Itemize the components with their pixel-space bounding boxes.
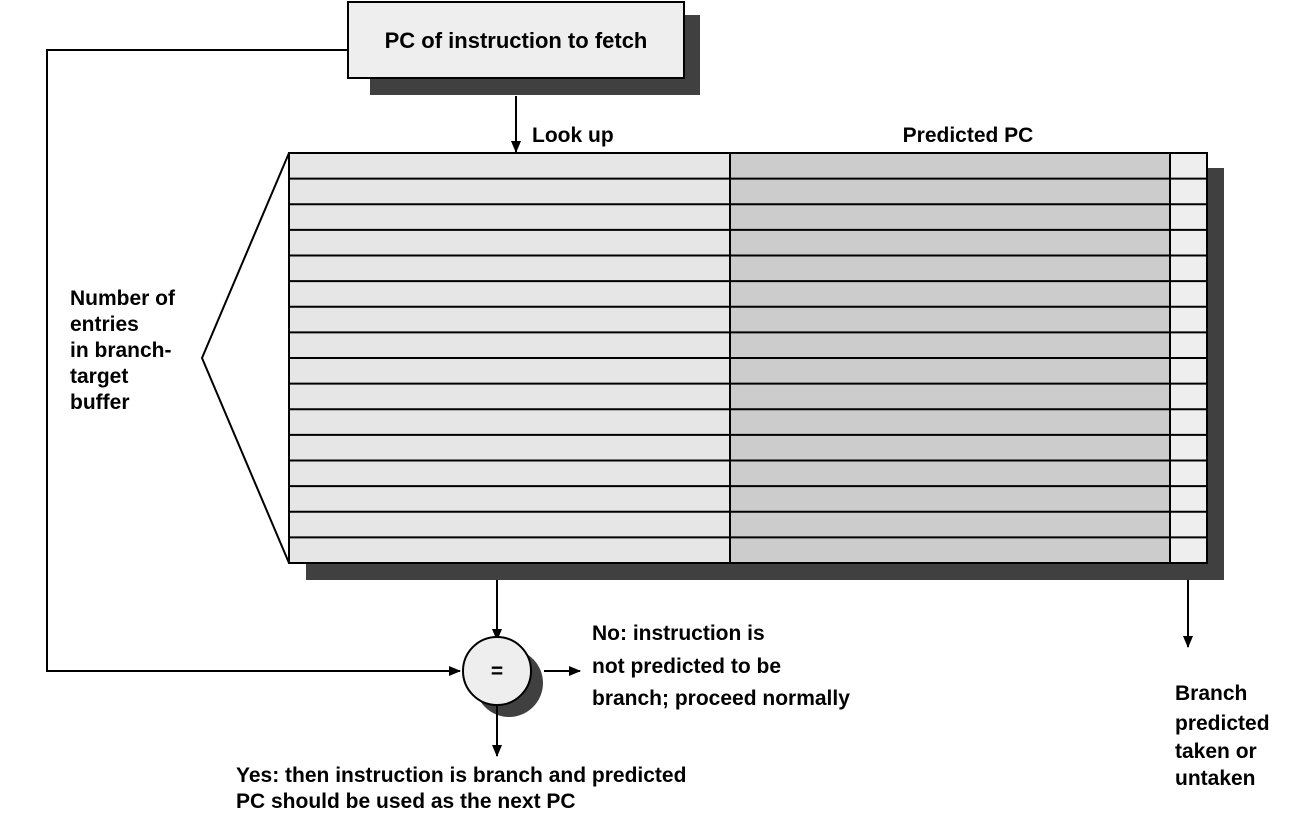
- yes-label-line: PC should be used as the next PC: [236, 790, 576, 813]
- branch-label-line: untaken: [1175, 767, 1256, 790]
- entries-label-line: entries: [70, 313, 139, 336]
- comparator: =: [462, 636, 543, 717]
- yes-label: Yes: then instruction is branch and pred…: [236, 764, 686, 813]
- pc-box: PC of instruction to fetch: [347, 1, 700, 95]
- comparator-symbol: =: [491, 660, 503, 683]
- no-label: No: instruction is not predicted to be b…: [592, 622, 850, 710]
- entries-label-line: buffer: [70, 391, 130, 414]
- entries-label-line: in branch-: [70, 339, 172, 362]
- branch-label-line: Branch: [1175, 682, 1247, 705]
- entries-bracket: [200, 152, 290, 564]
- entries-label-line: target: [70, 365, 128, 388]
- pc-box-label: PC of instruction to fetch: [385, 28, 648, 53]
- buffer-outline: [288, 152, 1208, 564]
- no-label-line: branch; proceed normally: [592, 687, 850, 710]
- branch-label-line: taken or: [1175, 740, 1257, 763]
- no-label-line: not predicted to be: [592, 655, 781, 678]
- yes-label-line: Yes: then instruction is branch and pred…: [236, 764, 686, 787]
- branch-label: Branch predicted taken or untaken: [1175, 682, 1270, 790]
- entries-label: Number of entries in branch- target buff…: [70, 287, 176, 414]
- buffer-row-dividers: [289, 177, 1207, 539]
- entries-label-line: Number of: [70, 287, 176, 310]
- branch-label-line: predicted: [1175, 712, 1270, 735]
- predicted-pc-label: Predicted PC: [903, 124, 1034, 147]
- no-label-line: No: instruction is: [592, 622, 765, 645]
- pc-box-body: [347, 1, 685, 79]
- lookup-label: Look up: [532, 124, 614, 147]
- pc-feedback-line: [46, 49, 461, 676]
- branch-target-buffer: [288, 152, 1224, 580]
